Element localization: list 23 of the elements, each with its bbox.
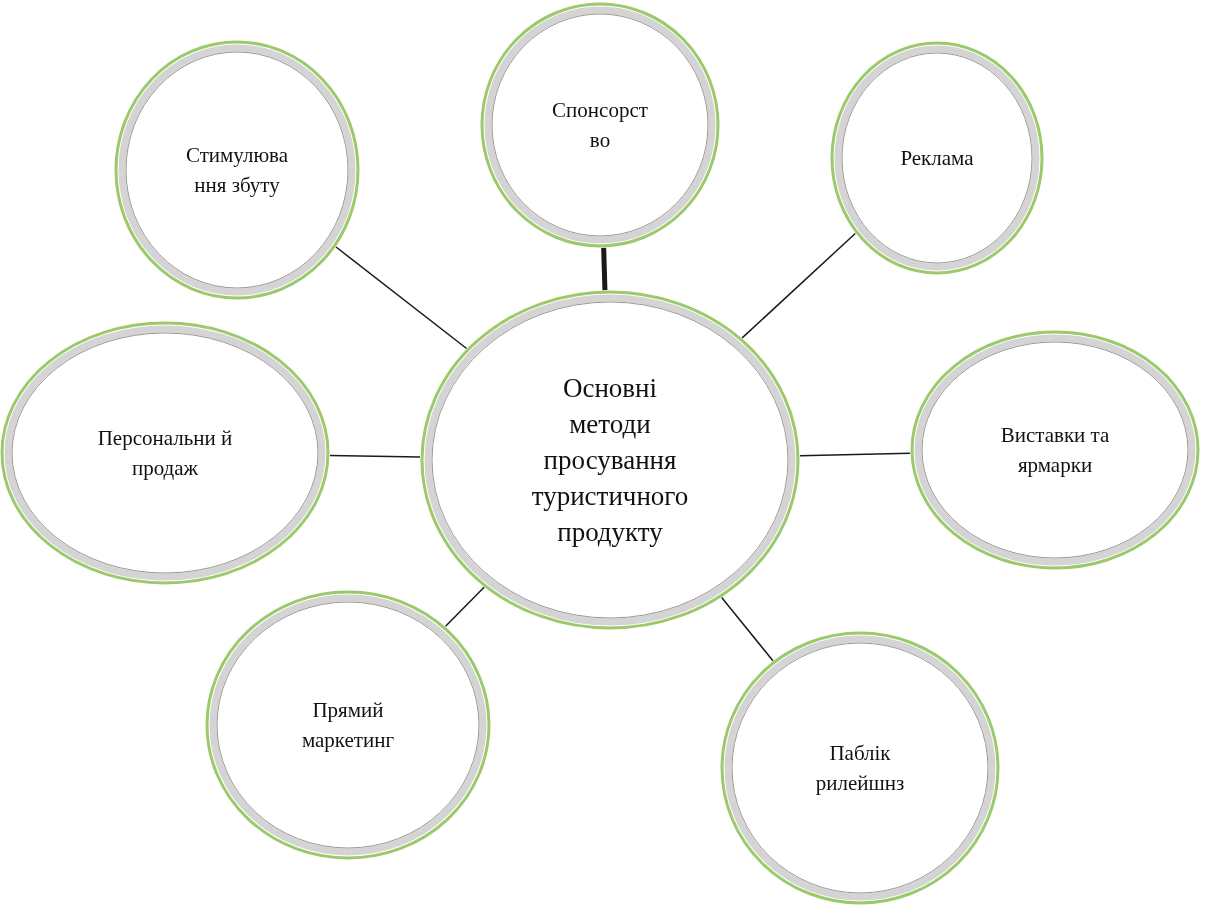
node-label: Основні методи просування туристичного продукту bbox=[530, 372, 690, 549]
node-label: Паблік рилейшнз bbox=[814, 740, 906, 797]
node-label: Стимулюва ння збуту bbox=[184, 142, 290, 199]
ellipse-node bbox=[480, 2, 720, 248]
node-label: Спонсорст во bbox=[551, 97, 649, 154]
ellipse-node bbox=[910, 330, 1200, 570]
connector-line bbox=[601, 247, 608, 291]
ellipse-node bbox=[720, 631, 1000, 905]
connector-line bbox=[335, 246, 468, 350]
node-label: Виставки та ярмарки bbox=[999, 422, 1111, 479]
ellipse-node bbox=[830, 41, 1044, 275]
ellipse-node bbox=[205, 590, 491, 860]
node-label: Прямий маркетинг bbox=[300, 697, 396, 754]
node-label: Реклама bbox=[900, 145, 974, 172]
ellipse-node bbox=[420, 290, 800, 630]
connector-line bbox=[329, 454, 421, 458]
connector-line bbox=[444, 586, 485, 628]
connector-line bbox=[799, 452, 911, 457]
node-label: Персональни й продаж bbox=[96, 425, 234, 482]
connector-line bbox=[720, 596, 774, 662]
ellipse-node bbox=[0, 321, 330, 585]
ellipse-node bbox=[114, 40, 360, 300]
connector-line bbox=[741, 232, 856, 339]
